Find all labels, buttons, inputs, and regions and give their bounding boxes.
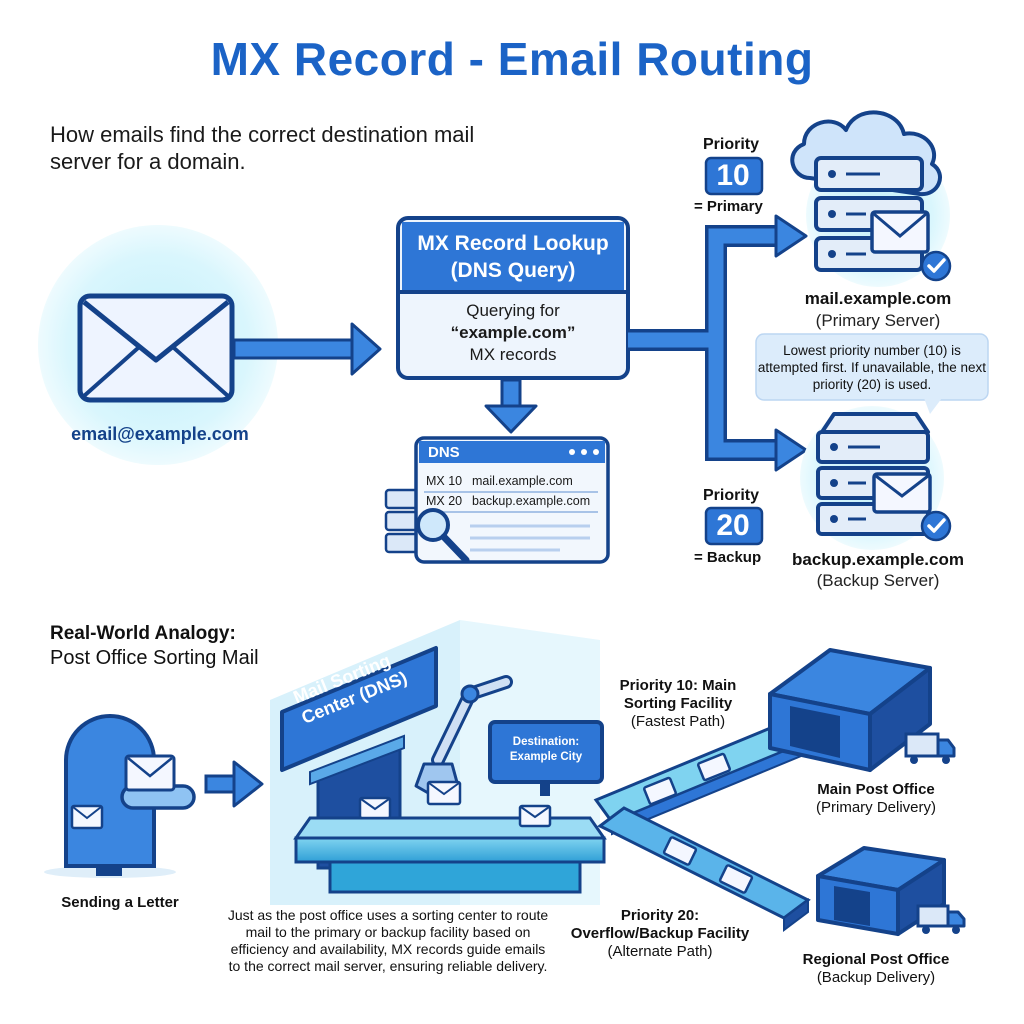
primary-priority-label: Priority [703,136,760,153]
main-post-office-label: Main Post Office (Primary Delivery) [776,781,976,817]
destination-screen: Destination: Example City [509,736,583,763]
sending-letter-label: Sending a Letter [61,894,179,911]
lookup-title: MX Record Lookup (DNS Query) [417,232,609,282]
primary-server-icon [790,110,952,287]
primary-server-role: (Primary Server) [815,311,941,330]
dns-record-type: MX 10 [426,474,463,488]
main-conveyor [293,796,607,894]
lookup-description: Querying for “example.com” MX records [398,300,628,366]
arrow-to-sorting-center [204,760,264,808]
backup-priority-label: Priority [703,487,760,504]
lookup-line-3: MX records [469,345,557,364]
mx-lookup-box [396,216,630,380]
priority-20-badge [704,506,764,546]
priority-note-bubble [755,333,989,414]
dns-record-host: backup.example.com [472,494,591,508]
backup-server-role: (Backup Server) [816,571,940,590]
lookup-line-1: Querying for [466,301,560,320]
primary-conveyor [593,718,809,836]
primary-priority-role: = Primary [694,198,763,215]
backup-path-title: Priority 20: Overflow/Backup Facility [570,907,750,942]
main-path-note: (Fastest Path) [630,713,726,730]
routing-arrows [628,214,808,472]
analogy-title: Real-World Analogy: [50,623,236,644]
arrow-to-dns [484,378,538,434]
main-path-title: Priority 10: Main Sorting Facility [619,677,737,712]
priority-10-badge [704,156,764,196]
main-post-office-icon [768,648,956,772]
intro-text: How emails find the correct destination … [50,122,475,174]
sender-envelope-icon [38,225,278,465]
lookup-domain: “example.com” [450,323,576,342]
backup-path-note: (Alternate Path) [607,943,713,960]
page-title: MX Record - Email Routing [210,33,814,85]
main-path-label: Priority 10: Main Sorting Facility (Fast… [598,677,758,731]
backup-server-icon [800,406,952,550]
backup-server-name: backup.example.com [792,550,964,569]
priority-note: Lowest priority number (10) is attempted… [757,343,987,392]
backup-priority-value: 20 [716,509,750,542]
regional-post-office-label: Regional Post Office (Backup Delivery) [776,951,976,987]
sender-address-label: email@example.com [71,424,249,444]
dns-record-type: MX 20 [426,494,463,508]
primary-priority-value: 10 [716,159,750,192]
main-post-office-name: Main Post Office [817,781,935,798]
mailbox-icon [44,714,196,878]
backup-priority-role: = Backup [694,549,762,566]
regional-post-office-icon [816,846,966,936]
regional-post-office-name: Regional Post Office [802,951,950,968]
dns-record-host: mail.example.com [472,474,573,488]
dns-records-panel [384,436,610,564]
main-post-office-role: (Primary Delivery) [816,799,936,816]
regional-post-office-role: (Backup Delivery) [816,969,936,986]
analogy-explanation: Just as the post office uses a sorting c… [227,907,549,974]
backup-conveyor [597,806,811,932]
arrow-to-lookup [232,322,382,376]
dns-panel-title: DNS [428,444,460,461]
primary-server-name: mail.example.com [804,289,952,308]
analogy-subtitle: Post Office Sorting Mail [50,647,259,669]
backup-path-label: Priority 20: Overflow/Backup Facility (A… [560,907,760,961]
